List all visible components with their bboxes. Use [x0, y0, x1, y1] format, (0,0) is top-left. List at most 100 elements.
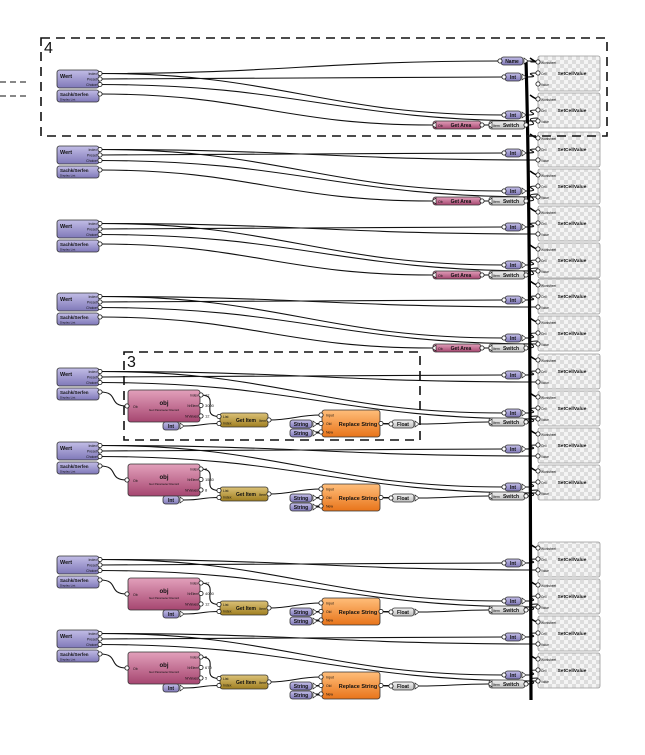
grip[interactable]: [97, 568, 103, 574]
string-param-r7-2[interactable]: String: [289, 616, 318, 626]
string-param-r6-1-body[interactable]: [289, 493, 313, 503]
int-param-r2-b[interactable]: Int: [501, 186, 527, 196]
input-arrow[interactable]: [431, 344, 437, 352]
output-arrow[interactable]: [521, 597, 527, 605]
int-param-r7-index[interactable]: Int: [162, 609, 185, 619]
grip[interactable]: [535, 231, 541, 237]
input-arrow[interactable]: [487, 492, 493, 500]
grip[interactable]: [318, 609, 324, 615]
grip[interactable]: [535, 118, 541, 124]
string-param-r5-1[interactable]: String: [289, 419, 318, 429]
int-param-r3-b[interactable]: Int: [501, 260, 527, 270]
grip[interactable]: [535, 59, 541, 65]
grip[interactable]: [318, 503, 324, 509]
input-arrow[interactable]: [487, 606, 493, 614]
input-arrow[interactable]: [431, 121, 437, 129]
grip[interactable]: [479, 198, 485, 204]
grip[interactable]: [523, 419, 529, 425]
grip[interactable]: [97, 631, 103, 637]
group-3[interactable]: 3: [123, 351, 421, 441]
grip[interactable]: [198, 476, 204, 482]
grip[interactable]: [535, 582, 541, 588]
grip[interactable]: [535, 157, 541, 163]
grip[interactable]: [97, 374, 103, 380]
grip[interactable]: [535, 172, 541, 178]
grip[interactable]: [388, 683, 394, 689]
output-arrow[interactable]: [414, 682, 420, 690]
output-arrow[interactable]: [312, 617, 318, 625]
grip[interactable]: [535, 368, 541, 374]
string-param-r8-1-body[interactable]: [289, 681, 313, 691]
grip[interactable]: [124, 403, 130, 409]
grip[interactable]: [501, 446, 507, 452]
grip[interactable]: [535, 107, 541, 113]
input-arrow[interactable]: [487, 121, 493, 129]
grip[interactable]: [97, 157, 103, 163]
grip[interactable]: [198, 654, 204, 660]
int-param-r8-b[interactable]: Int: [501, 670, 527, 680]
grip[interactable]: [535, 194, 541, 200]
output-arrow[interactable]: [179, 610, 185, 618]
grip[interactable]: [535, 96, 541, 102]
grip[interactable]: [501, 74, 507, 80]
string-param-r8-1[interactable]: String: [289, 681, 318, 691]
grip[interactable]: [198, 675, 204, 681]
grip[interactable]: [535, 379, 541, 385]
grip[interactable]: [198, 402, 204, 408]
grip[interactable]: [97, 562, 103, 568]
grip[interactable]: [97, 71, 103, 77]
grip[interactable]: [535, 556, 541, 562]
int-param-r7-b[interactable]: Int: [501, 596, 527, 606]
grip[interactable]: [97, 448, 103, 454]
grip[interactable]: [97, 220, 103, 226]
grip[interactable]: [535, 304, 541, 310]
grip[interactable]: [97, 91, 103, 97]
output-arrow[interactable]: [521, 371, 527, 379]
grip[interactable]: [97, 379, 103, 385]
grip[interactable]: [318, 486, 324, 492]
float-param-r5[interactable]: Float: [388, 419, 420, 429]
grip[interactable]: [97, 146, 103, 152]
group-4[interactable]: 4: [40, 37, 608, 137]
output-arrow[interactable]: [521, 261, 527, 269]
grip[interactable]: [501, 372, 507, 378]
grip[interactable]: [198, 413, 204, 419]
grip[interactable]: [479, 345, 485, 351]
grip[interactable]: [216, 420, 222, 426]
grip[interactable]: [124, 477, 130, 483]
output-arrow[interactable]: [414, 608, 420, 616]
grip[interactable]: [266, 679, 272, 685]
output-arrow[interactable]: [521, 334, 527, 342]
int-param-r3-a[interactable]: Int: [501, 222, 527, 232]
grip[interactable]: [378, 420, 384, 426]
grip[interactable]: [535, 545, 541, 551]
input-arrow[interactable]: [431, 197, 437, 205]
grip[interactable]: [535, 257, 541, 263]
grip[interactable]: [266, 417, 272, 423]
grip[interactable]: [535, 319, 541, 325]
grip[interactable]: [318, 674, 324, 680]
grip[interactable]: [97, 314, 103, 320]
int-param-r1-a[interactable]: Int: [501, 72, 527, 82]
int-param-r6-index[interactable]: Int: [162, 495, 185, 505]
grip[interactable]: [497, 58, 503, 64]
grip[interactable]: [523, 198, 529, 204]
